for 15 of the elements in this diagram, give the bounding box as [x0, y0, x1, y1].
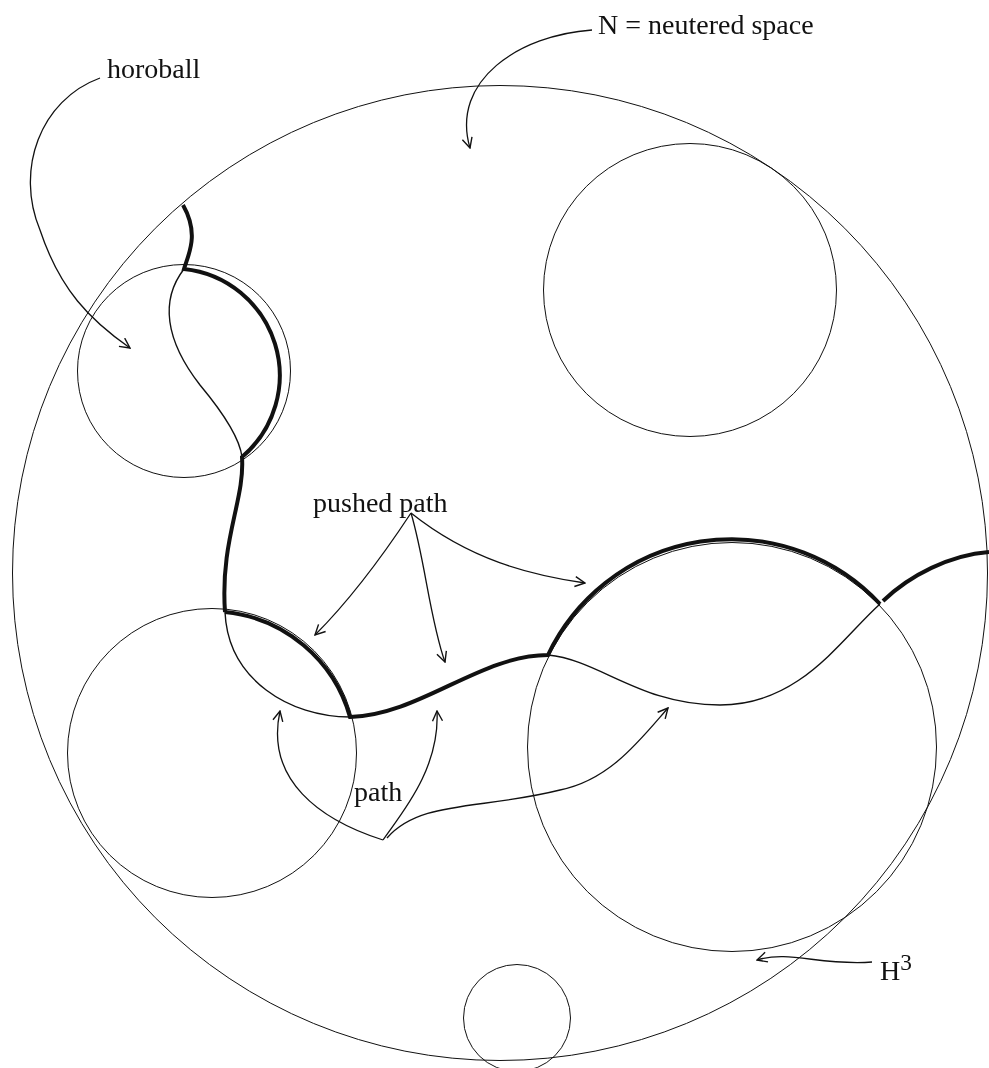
callout-label: horoball	[107, 54, 201, 85]
leader-line	[410, 512, 448, 663]
leader-line	[462, 29, 593, 149]
leader-line	[386, 707, 669, 839]
callout-label: H$^{3}$	[880, 950, 912, 988]
leader-line	[314, 512, 412, 636]
callout-label: N = neutered space	[598, 10, 814, 41]
path-curve	[168, 268, 243, 458]
callout-label: pushed path	[313, 488, 448, 519]
callout-label: path	[354, 777, 403, 808]
leader-line	[272, 710, 384, 841]
leader-line	[410, 512, 586, 588]
leader-line	[382, 710, 443, 841]
leader-line	[756, 952, 873, 964]
leader-line	[29, 77, 131, 349]
